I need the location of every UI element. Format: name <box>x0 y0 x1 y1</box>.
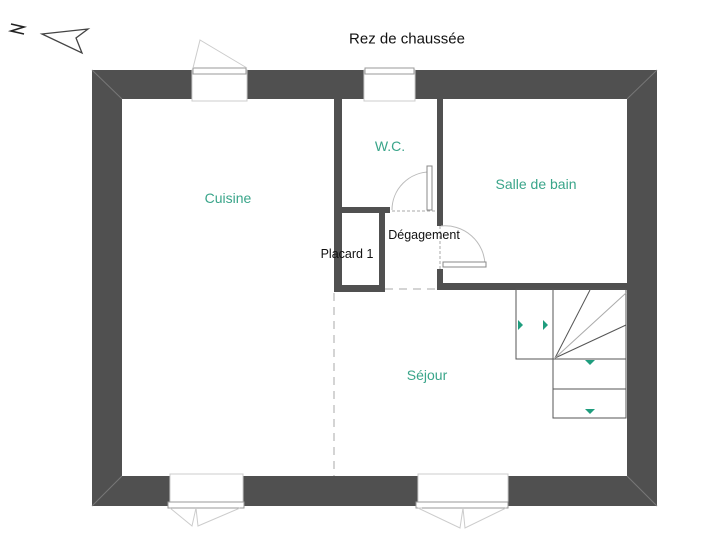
page-title: Rez de chaussée <box>349 30 465 48</box>
room-label-degagement: Dégagement <box>388 228 460 242</box>
room-label-wc: W.C. <box>374 138 406 154</box>
door-salle-de-bain[interactable] <box>439 225 487 269</box>
room-label-salle-de-bain: Salle de bain <box>495 176 577 192</box>
window-bottom-sejour <box>415 473 509 529</box>
room-label-sejour: Séjour <box>406 367 448 383</box>
room-boundaries <box>333 288 437 476</box>
door-wc[interactable] <box>391 165 437 212</box>
window-top-wc <box>363 67 416 102</box>
wall-corners <box>91 69 658 507</box>
window-bottom-cuisine <box>167 473 245 527</box>
staircase <box>515 288 627 419</box>
window-top-cuisine <box>191 39 248 102</box>
room-label-placard: Placard 1 <box>320 247 374 261</box>
interior-walls <box>334 99 627 292</box>
room-label-cuisine: Cuisine <box>204 190 252 206</box>
north-arrow-icon <box>7 23 91 55</box>
stair-arrows <box>518 320 595 414</box>
